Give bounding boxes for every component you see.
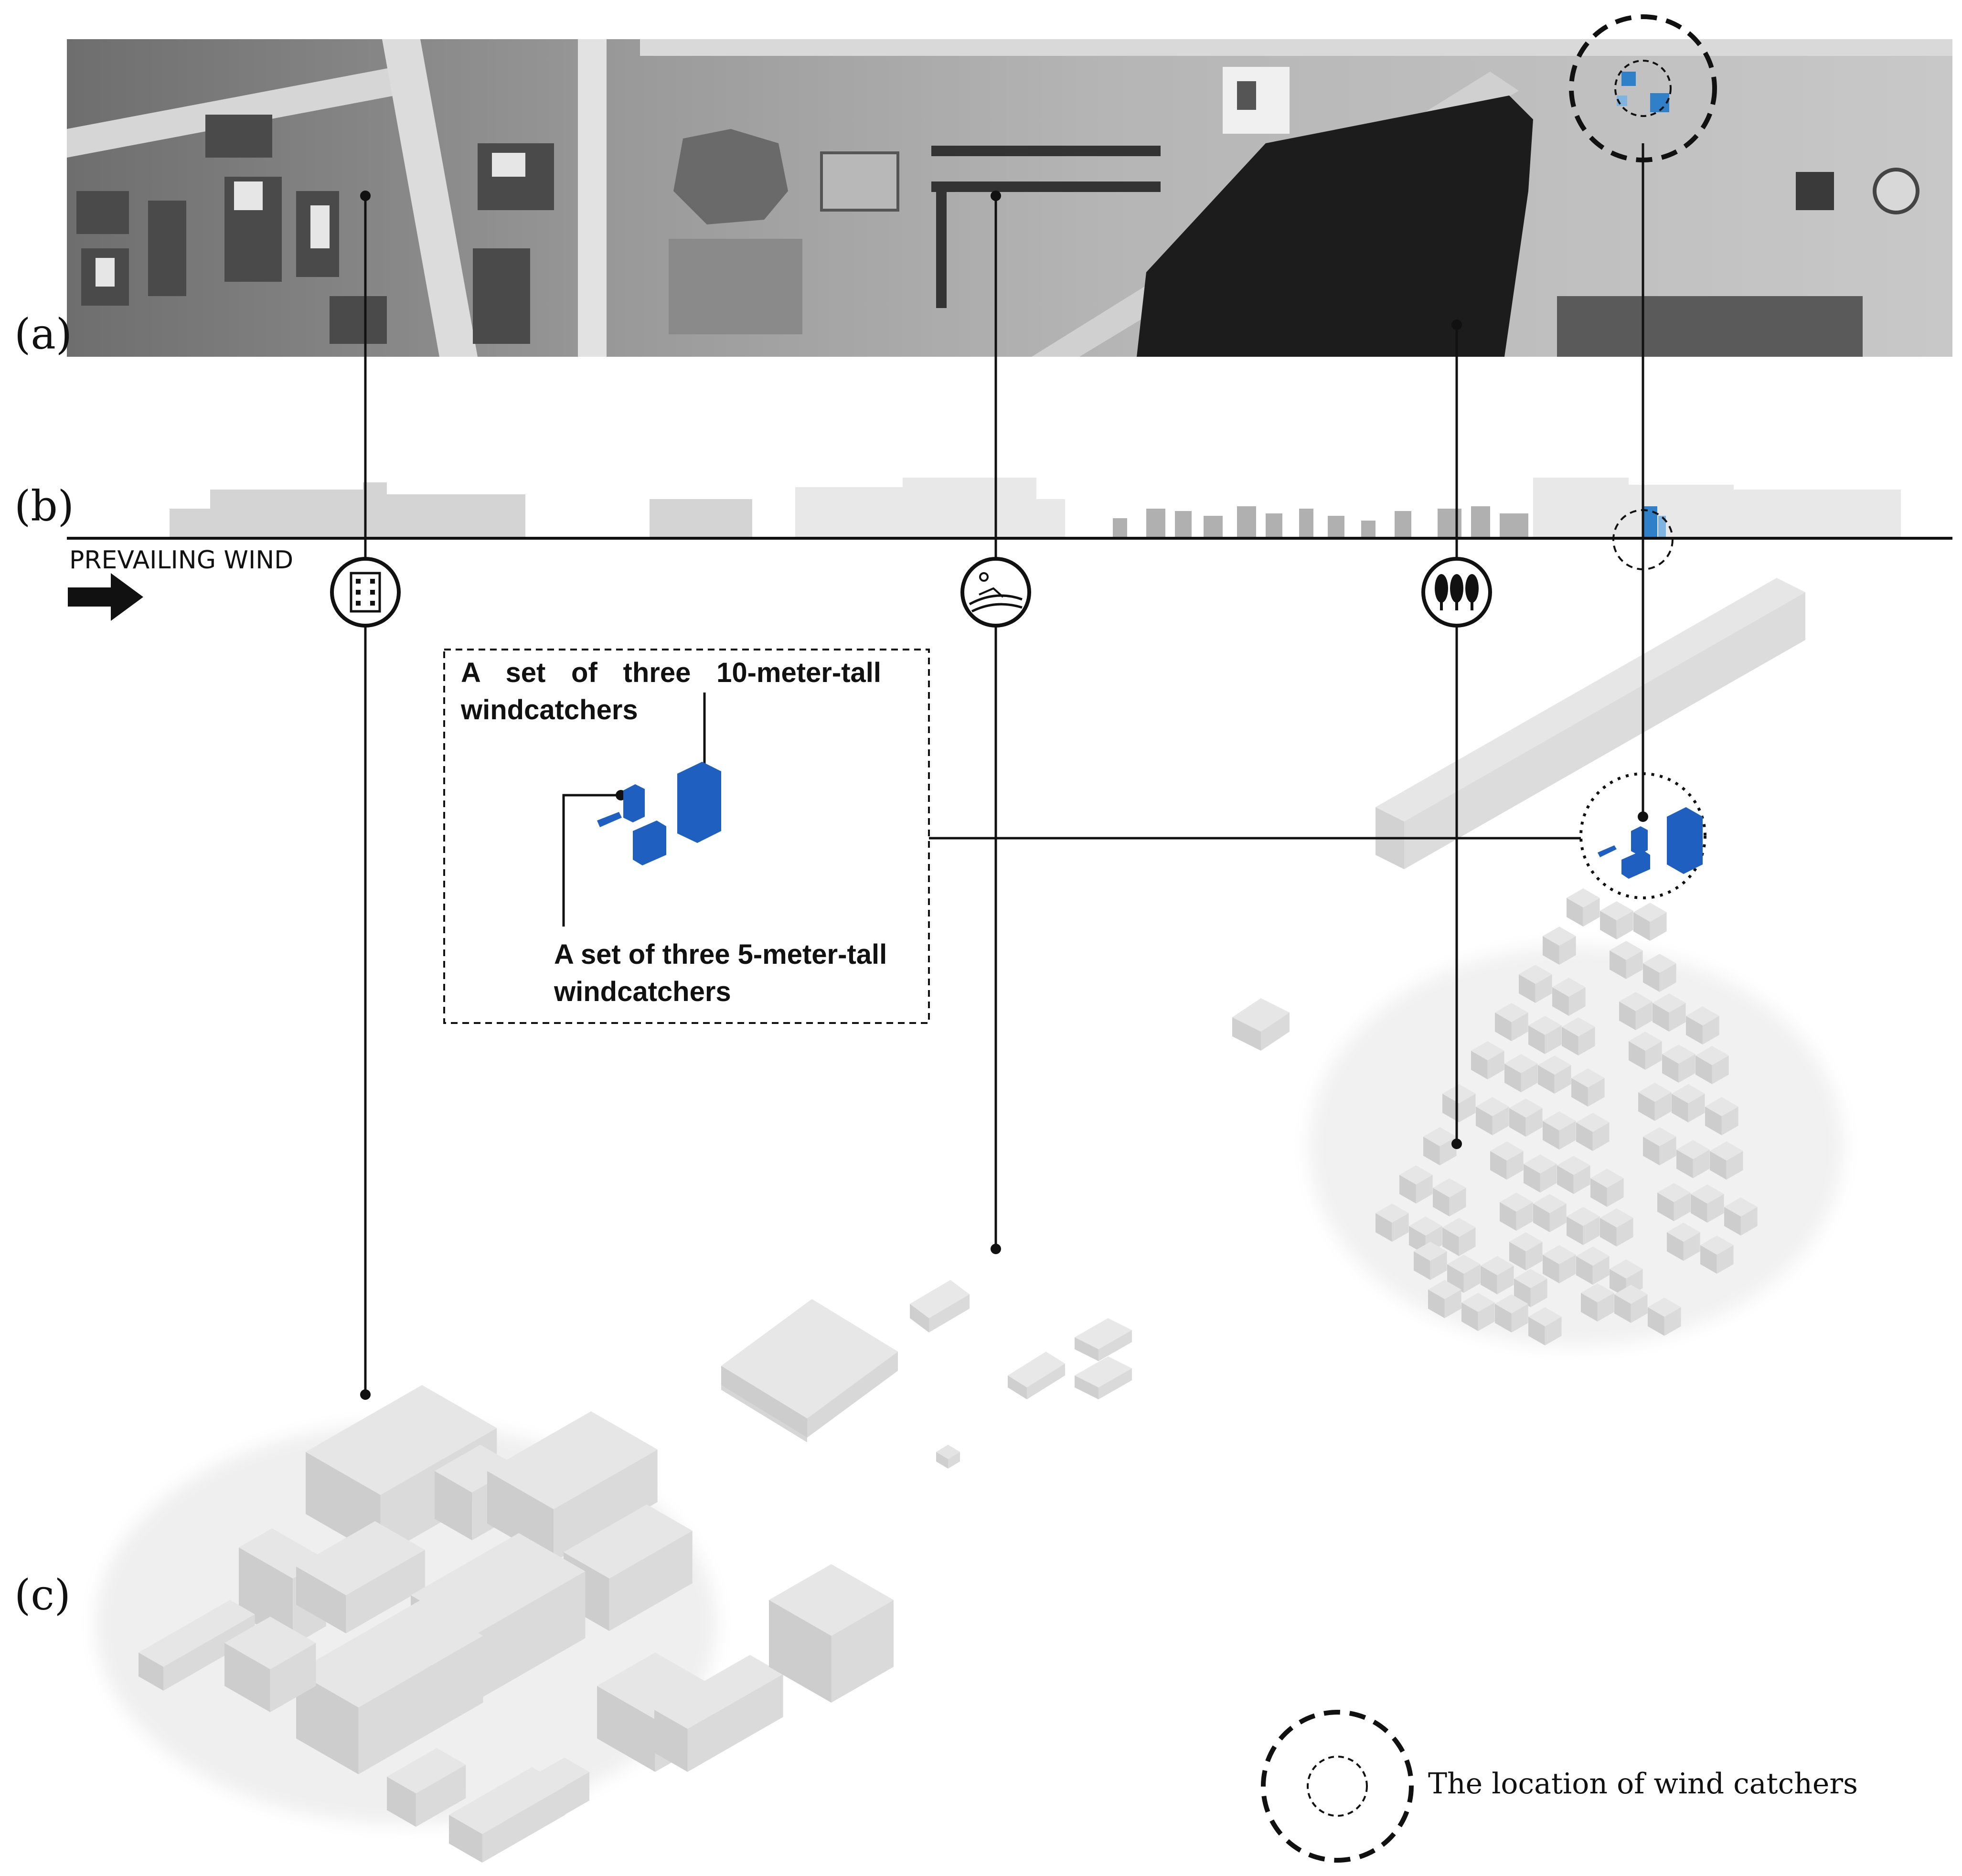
field-icon (960, 557, 1031, 628)
small-block (1543, 927, 1576, 965)
callout-text-short: A set of three 5-meter-tall windcatchers (554, 939, 887, 1007)
panel-label-b: (b) (14, 481, 74, 531)
small-block (1614, 1285, 1648, 1323)
small-block (1571, 1068, 1605, 1107)
small-block (1543, 1111, 1576, 1150)
small-block (1442, 1084, 1476, 1122)
small-block (1461, 1293, 1495, 1331)
small-block (1691, 1184, 1724, 1223)
small-block (1500, 1193, 1533, 1231)
panel-label-c: (c) (14, 1570, 71, 1620)
wind-label: PREVAILING WIND (69, 546, 293, 575)
legend-inner-circle (1307, 1756, 1368, 1817)
small-block (1528, 1307, 1562, 1345)
building-icon (330, 557, 401, 628)
large-block (654, 1655, 783, 1772)
small-block (1629, 1032, 1662, 1070)
small-block (1695, 1046, 1729, 1084)
small-block (1724, 1197, 1758, 1236)
small-block (1600, 1208, 1633, 1247)
callout-box (443, 649, 930, 1024)
small-block (1710, 1141, 1743, 1180)
small-block (1552, 978, 1586, 1016)
small-block (1509, 1098, 1543, 1137)
small-block (1576, 1247, 1610, 1285)
small-block (1481, 1256, 1514, 1294)
small-block (1557, 1156, 1590, 1194)
large-block (387, 1748, 466, 1827)
large-block (296, 1600, 483, 1774)
large-block (139, 1600, 255, 1691)
large-block (487, 1411, 658, 1562)
small-block (1581, 1283, 1614, 1322)
leader-lines (364, 143, 1644, 1395)
small-block (1657, 1183, 1691, 1221)
small-block (1538, 1055, 1571, 1094)
small-block (1504, 1054, 1538, 1092)
callout-windcatchers (597, 762, 721, 865)
small-block (1600, 901, 1633, 939)
small-block (1490, 1141, 1524, 1180)
large-block (296, 1521, 425, 1633)
small-block (1428, 1280, 1461, 1318)
small-block (1700, 1236, 1734, 1274)
small-block (1476, 1097, 1509, 1135)
small-block (1376, 1204, 1409, 1242)
small-block (1442, 1218, 1476, 1256)
large-block (224, 1617, 316, 1712)
large-block (449, 1767, 565, 1863)
skyline-elevation (170, 478, 1901, 537)
small-block (1414, 1242, 1447, 1280)
small-block (1633, 903, 1667, 941)
small-block (1471, 1041, 1504, 1079)
large-blocks-group (139, 1385, 894, 1863)
small-block (1495, 1003, 1528, 1041)
small-block (1524, 1154, 1557, 1193)
legend-text: The location of wind catchers (1428, 1767, 1858, 1801)
photo-location-inner-circle (1614, 60, 1672, 117)
small-block (1619, 992, 1653, 1030)
large-block (769, 1564, 894, 1703)
small-block (1590, 1169, 1624, 1207)
small-block (1638, 1083, 1672, 1121)
small-block (1672, 1084, 1705, 1122)
panel-label-a: (a) (14, 309, 72, 359)
small-block (1676, 1140, 1710, 1178)
aerial-photo (67, 39, 1952, 357)
small-block (1528, 1016, 1562, 1054)
small-block (1648, 1298, 1681, 1336)
small-block (1514, 1269, 1547, 1307)
small-block (1519, 965, 1552, 1003)
small-block (1495, 1294, 1528, 1332)
small-block (1533, 1194, 1567, 1232)
small-blocks-group (1376, 888, 1758, 1345)
small-block (1643, 1127, 1676, 1165)
small-block (1433, 1178, 1466, 1216)
small-block (1686, 1006, 1719, 1045)
wind-arrow-icon (68, 573, 143, 621)
legend-outer-circle (1261, 1710, 1414, 1863)
small-block (1662, 1045, 1695, 1083)
small-block (1667, 1223, 1700, 1261)
trees-icon (1421, 557, 1492, 628)
small-block (1653, 993, 1686, 1032)
massing-model (96, 578, 1844, 1863)
model-windcatchers (1598, 807, 1703, 879)
small-block (1567, 888, 1600, 927)
small-block (1399, 1165, 1433, 1204)
small-block (1705, 1097, 1738, 1135)
small-block (1643, 954, 1676, 992)
small-block (1610, 941, 1643, 979)
small-block (1509, 1232, 1543, 1270)
small-block (1543, 1245, 1576, 1283)
small-block (1567, 1207, 1600, 1245)
small-block (1562, 1017, 1595, 1055)
small-block (1447, 1255, 1481, 1293)
callout-text-tall: A set of three 10-meter-tall windcatcher… (461, 657, 881, 725)
small-block (1576, 1113, 1610, 1151)
